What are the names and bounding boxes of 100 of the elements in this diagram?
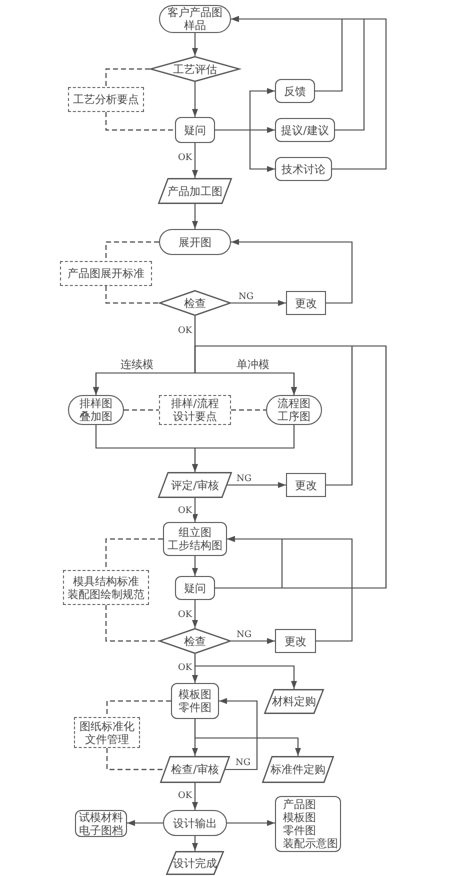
process-box (171, 683, 219, 719)
step-text: 样品 (184, 19, 206, 32)
edge-label: NG (236, 630, 253, 640)
step-text: 装配示意图 (283, 837, 338, 850)
step-text: 电子图档 (79, 824, 123, 836)
dashed-connector (106, 700, 171, 717)
process-box (275, 157, 332, 181)
reference-note-box (68, 87, 144, 112)
arrow (192, 425, 295, 472)
process-box (275, 118, 335, 142)
terminal-box (68, 395, 124, 425)
arrow (227, 820, 275, 826)
edge-label: OK (177, 610, 194, 620)
process-box (275, 79, 315, 103)
terminal-box (159, 229, 231, 255)
step-text: 试模材料 (79, 810, 123, 824)
step-text: 反馈 (284, 84, 306, 98)
dashed-connector (105, 286, 159, 304)
process-box (175, 117, 215, 143)
step-text: 评定/审核 (171, 478, 219, 492)
step-text: 疑问 (184, 582, 206, 594)
dashed-connector (231, 409, 266, 411)
decision-diamond (159, 290, 231, 316)
step-text: 客户产品图 (168, 6, 222, 19)
data-parallelogram (160, 756, 230, 783)
step-text: 设计完成 (173, 856, 217, 870)
arrow (194, 719, 301, 756)
step-text: 工艺评估 (173, 62, 217, 76)
terminal-box (159, 5, 231, 33)
data-parallelogram (264, 689, 324, 714)
data-parallelogram (262, 756, 334, 783)
data-parallelogram (158, 472, 232, 498)
step-text: 流程图 (278, 397, 310, 410)
step-text: 疑问 (184, 124, 206, 136)
edge-label: OK (177, 506, 194, 516)
step-text: 装配图绘制规范 (68, 588, 144, 600)
arrow (192, 143, 198, 178)
dashed-connector (105, 241, 159, 261)
arrow (192, 836, 198, 851)
edge-label: OK (177, 791, 194, 802)
arrow (192, 82, 198, 117)
dashed-connector (106, 748, 165, 770)
edge-label: OK (177, 663, 194, 674)
edge-label: OK (177, 153, 194, 164)
arrow (227, 482, 286, 488)
arrow (194, 654, 297, 689)
step-text: 标准件定购 (270, 763, 326, 776)
reference-note-box (63, 570, 149, 605)
step-text: 模具结构标准 (73, 574, 139, 588)
step-text: 排样图 (80, 397, 112, 410)
step-text: 提议/建议 (281, 124, 329, 136)
decision-diamond (150, 56, 240, 82)
step-text: 更改 (295, 296, 317, 310)
step-text: 工序图 (278, 410, 310, 423)
arrow (192, 783, 198, 810)
step-text: 模板图 (178, 688, 212, 701)
step-text: 设计输出 (173, 816, 217, 830)
arrow (231, 300, 286, 306)
data-parallelogram (158, 178, 232, 204)
process-box (75, 810, 127, 837)
decision-diamond (159, 628, 231, 654)
step-text: 检查 (184, 634, 206, 648)
step-text: 排样/流程设计要点 (170, 397, 220, 423)
process-box (286, 291, 326, 315)
arrow (192, 600, 198, 628)
edge-label: 单冲模 (236, 358, 270, 372)
arrow (231, 16, 387, 170)
dashed-connector (105, 605, 159, 642)
dashed-connector (105, 112, 175, 131)
process-box (286, 473, 326, 497)
arrow (192, 33, 198, 56)
step-text: 工艺分析要点 (73, 93, 139, 106)
step-text: 工步结构图 (168, 539, 222, 552)
arrow (192, 556, 198, 576)
step-text: 产品图 (283, 798, 316, 811)
step-text: 零件图 (178, 701, 212, 714)
edge-label: NG (236, 474, 253, 484)
arrow (219, 698, 258, 770)
process-box (275, 796, 341, 852)
edge-label: NG (234, 758, 252, 768)
step-text: 检查 (184, 296, 206, 310)
arrow (192, 498, 198, 522)
arrow (231, 638, 275, 644)
process-box (175, 576, 215, 600)
step-text: 组立图 (178, 526, 212, 539)
terminal-box (266, 395, 322, 425)
edge-label: NG (238, 292, 255, 302)
step-text: 零件图 (283, 824, 316, 837)
data-parallelogram (166, 851, 224, 875)
step-text: 图纸标准化 (80, 720, 134, 732)
step-text: 技术讨论 (282, 162, 326, 176)
reference-note-box (159, 395, 231, 425)
reference-note-box (74, 717, 140, 748)
process-box (275, 629, 316, 653)
arrow (215, 129, 275, 172)
step-text: 文件管理 (85, 732, 129, 746)
arrow (227, 536, 353, 642)
step-text: 检查/审核 (171, 763, 219, 776)
step-text: 模板图 (283, 811, 316, 824)
terminal-box (163, 810, 227, 836)
